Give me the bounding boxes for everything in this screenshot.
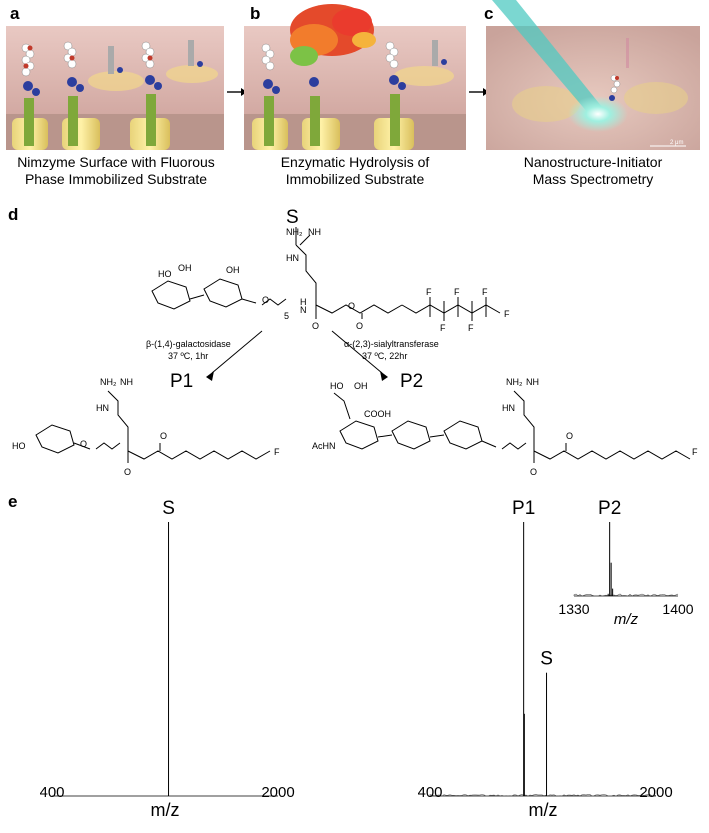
nims-illustration: 2 μm [486,0,700,150]
panel-b-illustration [244,0,466,150]
p2-galactose-ring [392,421,430,449]
p2-atom-cooh: COOH [364,409,391,419]
peak-label-s: S [540,649,553,670]
product2-label: P2 [400,371,423,392]
arrow-to-p1 [212,331,262,373]
p2-atom-oh: OH [354,381,368,391]
caption-b: Enzymatic Hydrolysis of Immobilized Subs… [244,154,466,188]
reaction-scheme: S P1 P2 β-(1,4)-galactosidase 37 ºC, 1hr… [0,205,709,485]
substrate-glucose-ring [204,279,242,307]
p1-glucose-ring [36,425,74,453]
p2-atom-hn: HN [502,403,515,413]
spectrum-inset: P2 1330 1400 m/z [546,492,706,624]
scale-bar-label: 2 μm [670,140,683,146]
atom-f6: F [504,309,510,319]
atom-o-linker: O [262,295,269,305]
peak-label-p2: P2 [598,498,621,519]
enzymatic-hydrolysis-illustration [244,0,466,150]
atom-f4: F [468,323,474,333]
caption-a-line1: Nimzyme Surface with Fluorous [0,154,232,171]
arrowhead-p1 [206,371,214,381]
atom-o-carbamate: O [348,301,355,311]
spectrum-inset-svg: P2 1330 1400 m/z [546,492,706,624]
nimzyme-surface-illustration [6,26,224,150]
p2-atom-o2: O [566,431,573,441]
panel-e-letter: e [8,492,17,512]
caption-a-line2: Phase Immobilized Substrate [0,171,232,188]
atom-nh2: NH₂ [286,227,303,237]
p1-atom-ho: HO [12,441,26,451]
enzyme2-line1: α-(2,3)-sialyltransferase [344,339,439,349]
p2-atom-nh: NH [526,377,539,387]
p2-sialic-ring [340,421,378,449]
p2-atom-achn: AcHN [312,441,336,451]
peak-label-s: S [162,498,175,519]
atom-oh: OH [178,263,192,273]
p2-atom-nh2: NH₂ [506,377,523,387]
caption-c-line2: Mass Spectrometry [486,171,700,188]
substrate-galactose-ring [152,281,190,309]
substrate-label: S [286,207,299,228]
x-tick-label-max: 2000 [261,784,294,801]
p1-atom-nh2: NH₂ [100,377,117,387]
caption-c: Nanostructure-Initiator Mass Spectrometr… [486,154,700,188]
atom-f3: F [454,287,460,297]
enzyme1-line2: 37 ºC, 1hr [168,351,208,361]
spectrum-left: S 400 2000 m/z [40,492,310,828]
p1-atom-o: O [80,439,87,449]
atom-f5: F [482,287,488,297]
atom-hn: HN [286,253,299,263]
x-tick-label-min: 1330 [558,601,589,617]
caption-c-line1: Nanostructure-Initiator [486,154,700,171]
p1-atom-o2: O [160,431,167,441]
product1-label: P1 [170,371,193,392]
atom-n: N [300,305,307,315]
p2-atom-o: O [530,467,537,477]
peak-label-p1: P1 [512,498,535,519]
x-tick-label-min: 400 [418,784,443,801]
atom-ho: HO [158,269,172,279]
x-axis-title: m/z [529,800,558,820]
p2-glucose-ring [444,421,482,449]
enzyme1-line1: β-(1,4)-galactosidase [146,339,231,349]
p1-atom-nh: NH [120,377,133,387]
p1-atom-o3: O [124,467,131,477]
caption-a: Nimzyme Surface with Fluorous Phase Immo… [0,154,232,188]
x-tick-label-max: 1400 [662,601,693,617]
atom-oh2: OH [226,265,240,275]
enzyme2-line2: 37 ºC, 22hr [362,351,407,361]
caption-b-line2: Immobilized Substrate [244,171,466,188]
panel-a-letter: a [10,4,19,24]
panel-c-illustration: 2 μm [486,0,700,150]
p2-atom-ho: HO [330,381,344,391]
spectrum-left-svg: S 400 2000 m/z [40,492,310,828]
x-axis-title: m/z [151,800,180,820]
atom-f2: F [440,323,446,333]
caption-b-line1: Enzymatic Hydrolysis of [244,154,466,171]
panel-a-illustration [6,26,224,150]
atom-o-carbonyl: O [356,321,363,331]
reaction-scheme-svg: S P1 P2 β-(1,4)-galactosidase 37 ºC, 1hr… [0,205,709,485]
atom-f: F [426,287,432,297]
p1-atom-f: F [274,447,280,457]
atom-o-amide: O [312,321,319,331]
p2-atom-f: F [692,447,698,457]
arrowhead-p2 [380,371,388,381]
p1-atom-hn: HN [96,403,109,413]
x-tick-label-max: 2000 [639,784,672,801]
x-axis-title: m/z [614,611,639,624]
x-tick-label-min: 400 [40,784,65,801]
atom-nh: NH [308,227,321,237]
linker-sub: 5 [284,311,289,321]
